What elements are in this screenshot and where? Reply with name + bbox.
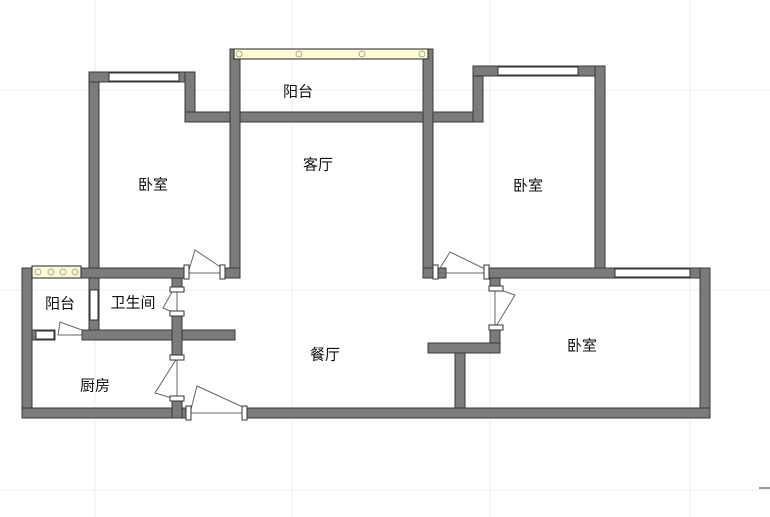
door-right-bedroom[interactable] <box>436 251 488 274</box>
balcony-window-left <box>31 265 82 279</box>
window-kitchen <box>35 330 55 340</box>
door-bathroom[interactable] <box>162 290 178 315</box>
door-right-lower-bedroom[interactable] <box>494 288 516 329</box>
room-living: 客厅 <box>303 156 333 174</box>
window-right-lower-bedroom <box>614 268 691 278</box>
doors <box>57 249 516 421</box>
door-left-bedroom[interactable] <box>187 249 223 274</box>
window-left-bedroom <box>108 72 180 82</box>
window-bath <box>89 289 99 321</box>
door-kitchen[interactable] <box>154 357 178 399</box>
room-bedroom-right-top: 卧室 <box>513 177 543 195</box>
room-balcony-top: 阳台 <box>283 83 313 101</box>
room-bathroom: 卫生间 <box>110 294 155 312</box>
room-bedroom-right-bottom: 卧室 <box>567 337 597 355</box>
room-bedroom-left: 卧室 <box>138 176 168 194</box>
door-balcony-left[interactable] <box>57 321 83 336</box>
windows <box>31 48 691 340</box>
balcony-window-top <box>233 48 429 60</box>
entrance-door[interactable] <box>189 385 246 414</box>
walls <box>21 48 711 419</box>
room-kitchen: 厨房 <box>80 377 110 395</box>
room-dining: 餐厅 <box>310 346 340 364</box>
room-balcony-left: 阳台 <box>45 295 75 313</box>
window-right-bedroom <box>497 66 579 76</box>
